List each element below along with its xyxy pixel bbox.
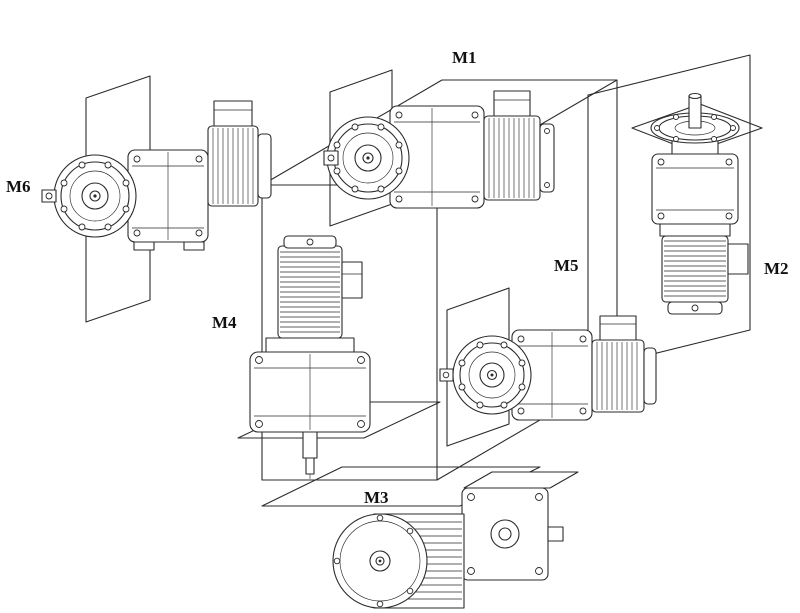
- label-m1: M1: [452, 48, 477, 67]
- terminal-box-m5: [599, 315, 637, 341]
- motor-body-m5: [591, 339, 645, 413]
- plane-m6: [85, 75, 151, 323]
- motor-body-m1: [483, 115, 541, 201]
- terminal-box-m4: [341, 261, 363, 299]
- terminal-box-m1: [493, 90, 531, 118]
- terminal-box-m2: [727, 243, 749, 275]
- gearmotor-m3: [332, 471, 579, 609]
- gearmotor-m6: [41, 100, 272, 251]
- shaft-m4: [302, 431, 318, 459]
- label-m6: M6: [6, 177, 31, 196]
- gearmotor-m4: [249, 235, 371, 479]
- gearmotor-m1: [323, 90, 555, 209]
- label-m2: M2: [764, 259, 789, 278]
- label-m4: M4: [212, 313, 237, 332]
- mounting-planes: [85, 54, 763, 507]
- terminal-box-m6: [213, 100, 253, 128]
- gearmotor-m5: [439, 315, 657, 421]
- shaft-m3: [547, 526, 564, 542]
- shaft-m2: [688, 95, 702, 129]
- plane-m3: [261, 466, 541, 507]
- plane-m2: [587, 54, 751, 371]
- label-m3: M3: [364, 488, 389, 507]
- position-labels: M1 M2 M3 M4 M5 M6: [6, 48, 789, 507]
- plane-m5: [446, 287, 510, 447]
- label-m5: M5: [554, 256, 579, 275]
- gearmotor-m2: [650, 92, 749, 315]
